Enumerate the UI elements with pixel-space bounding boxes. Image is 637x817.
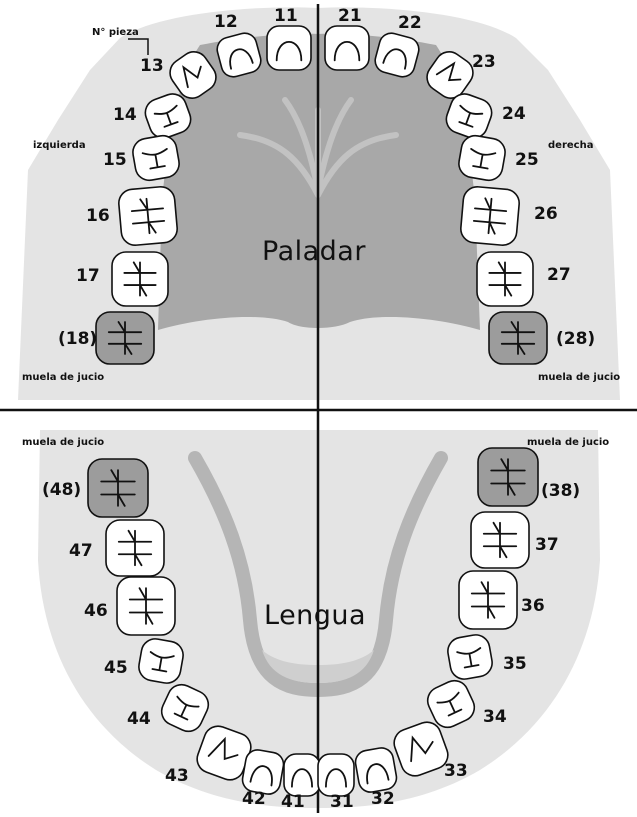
tooth-number-15: 15 <box>103 150 127 170</box>
tooth-31 <box>318 754 354 796</box>
tooth-number-43: 43 <box>165 766 189 786</box>
tooth-number-45: 45 <box>104 658 128 678</box>
tooth-number-12: 12 <box>214 12 238 32</box>
tooth-number-27: 27 <box>547 265 571 285</box>
palate-label: Paladar <box>262 236 366 267</box>
tooth-number-23: 23 <box>472 52 496 72</box>
tooth-35 <box>446 633 495 682</box>
tooth-number-25: 25 <box>515 150 539 170</box>
tooth-number-44: 44 <box>127 709 151 729</box>
tooth-45 <box>137 637 186 686</box>
tooth-number-37: 37 <box>535 535 559 555</box>
tooth-26 <box>460 186 521 247</box>
tooth-16 <box>118 186 179 247</box>
tooth-number-17: 17 <box>76 266 100 286</box>
tooth-47 <box>106 520 164 576</box>
tooth-number-42: 42 <box>242 789 266 809</box>
tooth-48 <box>88 459 148 517</box>
tooth-21 <box>325 26 369 70</box>
tooth-number-26: 26 <box>534 204 558 224</box>
tooth-number-11: 11 <box>274 6 298 26</box>
tooth-number-34: 34 <box>483 707 507 727</box>
tooth-number-24: 24 <box>502 104 526 124</box>
tooth-37 <box>471 512 529 568</box>
tooth-11 <box>267 26 311 70</box>
tooth-number-32: 32 <box>371 789 395 809</box>
tooth-number-38: (38) <box>541 481 580 501</box>
tooth-number-18: (18) <box>58 329 97 349</box>
wisdom-lower-left-label: muela de jucio <box>22 437 104 448</box>
tooth-32 <box>354 746 399 794</box>
tooth-41 <box>284 754 320 796</box>
tooth-number-13: 13 <box>140 56 164 76</box>
tooth-number-35: 35 <box>503 654 527 674</box>
tooth-number-33: 33 <box>444 761 468 781</box>
left-side-label: izquierda <box>33 140 86 151</box>
tooth-number-31: 31 <box>330 792 354 812</box>
tongue-label: Lengua <box>264 600 366 631</box>
piece-number-label: N° pieza <box>92 27 139 38</box>
tooth-number-28: (28) <box>556 329 595 349</box>
tooth-15 <box>131 133 182 182</box>
tooth-number-48: (48) <box>42 480 81 500</box>
tooth-number-41: 41 <box>281 792 305 812</box>
tooth-17 <box>112 252 168 306</box>
tooth-28 <box>489 312 547 364</box>
tooth-18 <box>96 312 154 364</box>
tooth-number-47: 47 <box>69 541 93 561</box>
tooth-number-16: 16 <box>86 206 110 226</box>
tooth-number-36: 36 <box>521 596 545 616</box>
wisdom-lower-right-label: muela de jucio <box>527 437 609 448</box>
tooth-number-21: 21 <box>338 6 362 26</box>
tooth-25 <box>457 133 508 182</box>
tooth-number-14: 14 <box>113 105 137 125</box>
tooth-36 <box>459 571 517 629</box>
tooth-38 <box>478 448 538 506</box>
right-side-label: derecha <box>548 140 593 151</box>
wisdom-upper-right-label: muela de jucio <box>538 372 620 383</box>
tooth-number-22: 22 <box>398 13 422 33</box>
tooth-46 <box>117 577 175 635</box>
wisdom-upper-left-label: muela de jucio <box>22 372 104 383</box>
tooth-number-46: 46 <box>84 601 108 621</box>
tooth-27 <box>477 252 533 306</box>
